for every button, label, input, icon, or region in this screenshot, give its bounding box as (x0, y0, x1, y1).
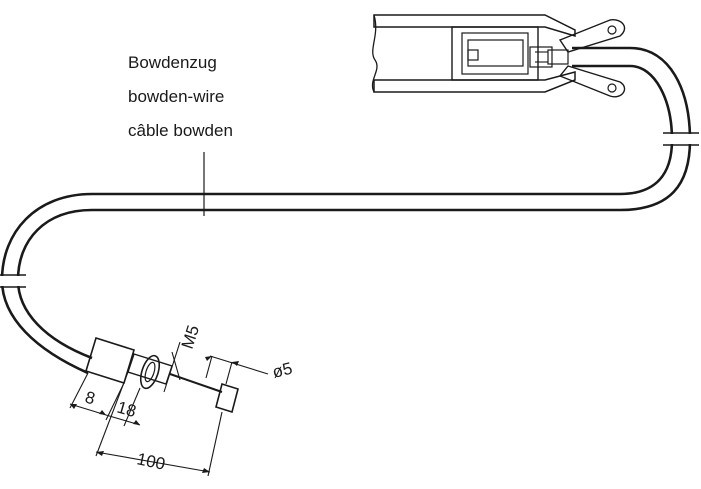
label-english: bowden-wire (128, 87, 225, 106)
dim-diameter: ø5 (270, 359, 294, 382)
label-french: câble bowden (128, 121, 233, 140)
connector-housing (371, 14, 626, 98)
bowden-cable (0, 46, 699, 375)
dim-total-length: 100 (135, 449, 167, 473)
dim-nut-length: 8 (83, 388, 97, 409)
end-fitting (85, 336, 239, 414)
label-german: Bowdenzug (128, 53, 217, 72)
dim-thread: M5 (178, 323, 203, 351)
dim-sleeve-length: 18 (115, 398, 138, 421)
dimension-lines: 8 18 100 M5 ø5 (69, 323, 294, 477)
